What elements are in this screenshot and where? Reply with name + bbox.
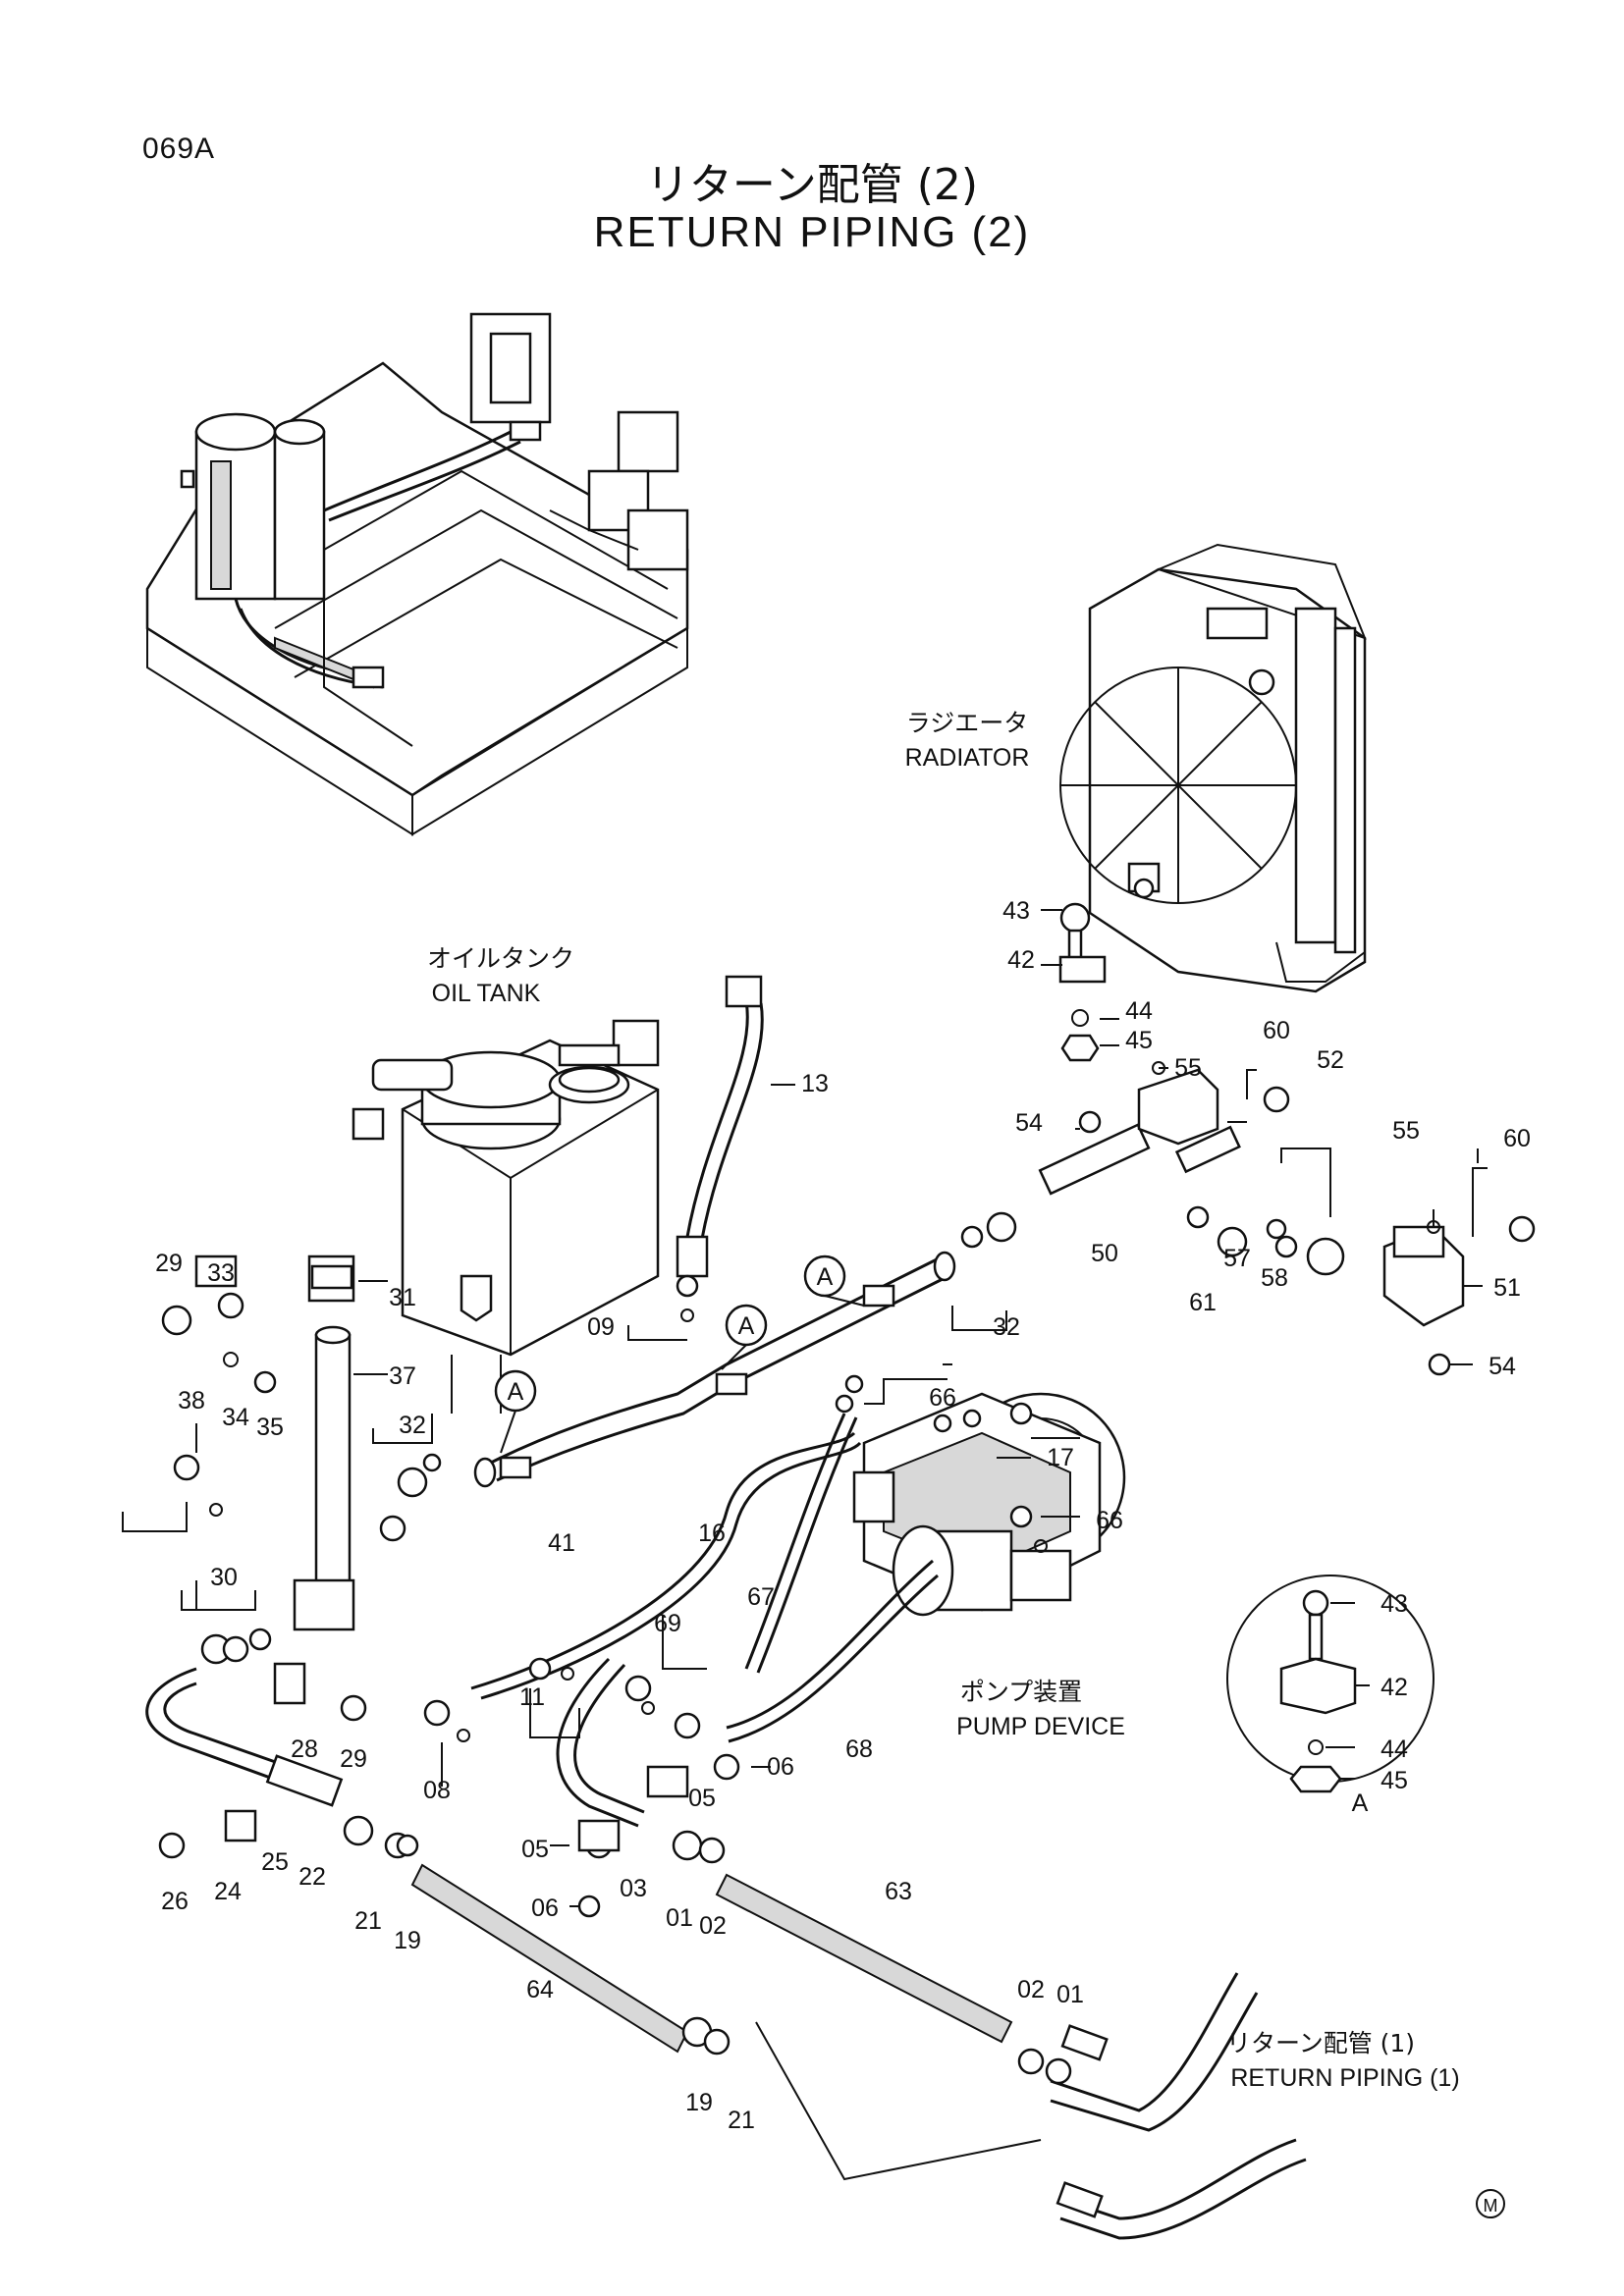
part-number-p66a: 66 xyxy=(929,1384,956,1412)
pump-device-drawing xyxy=(852,1392,1126,1617)
part-number-p57: 57 xyxy=(1223,1245,1251,1272)
part-number-p54b: 54 xyxy=(1489,1353,1516,1380)
marker-a-2: A xyxy=(738,1312,755,1340)
title-japanese: リターン配管 (2) xyxy=(645,160,979,210)
part-number-p38: 38 xyxy=(178,1387,205,1415)
part-number-p06b: 06 xyxy=(531,1895,559,1922)
radiator-label-en: RADIATOR xyxy=(905,744,1030,772)
part-number-d42: 42 xyxy=(1380,1674,1408,1701)
part-number-p25: 25 xyxy=(261,1848,289,1876)
part-number-p30: 30 xyxy=(210,1564,238,1591)
part-number-p45: 45 xyxy=(1125,1027,1153,1054)
pump-label-jp: ポンプ装置 xyxy=(960,1678,1082,1706)
part-number-p01a: 01 xyxy=(666,1904,693,1932)
radiator-label-jp: ラジエータ xyxy=(906,709,1029,737)
radiator-drawing xyxy=(1059,543,1367,993)
part-number-p52: 52 xyxy=(1317,1046,1344,1074)
oil-tank-label-en: OIL TANK xyxy=(432,980,541,1007)
part-number-d43: 43 xyxy=(1380,1590,1408,1618)
corner-mark: M xyxy=(1484,2196,1498,2216)
part-number-p55b: 55 xyxy=(1392,1117,1420,1145)
part-number-p26: 26 xyxy=(161,1888,189,1915)
part-number-p02b: 02 xyxy=(1017,1976,1045,2003)
part-number-p02a: 02 xyxy=(699,1912,727,1940)
part-number-p21a: 21 xyxy=(354,1907,382,1935)
part-number-p22: 22 xyxy=(298,1863,326,1891)
hose-assembly xyxy=(145,975,1465,2240)
part-number-p28: 28 xyxy=(291,1735,318,1763)
title-english: RETURN PIPING (2) xyxy=(593,208,1031,256)
part-number-p19b: 19 xyxy=(685,2089,713,2116)
part-number-p21b: 21 xyxy=(728,2107,755,2134)
part-number-p42: 42 xyxy=(1007,946,1035,974)
marker-a-1: A xyxy=(817,1263,834,1291)
component-names: ラジエータ RADIATOR オイルタンク OIL TANK ポンプ装置 PUM… xyxy=(427,709,1505,2218)
part-number-p60a: 60 xyxy=(1263,1017,1290,1044)
part-number-p69: 69 xyxy=(654,1610,681,1637)
part-number-p67: 67 xyxy=(747,1583,775,1611)
part-number-p32a: 32 xyxy=(993,1313,1020,1341)
part-number-p37: 37 xyxy=(389,1362,416,1390)
part-number-p44: 44 xyxy=(1125,997,1153,1025)
fittings xyxy=(158,902,1536,2085)
part-number-p11: 11 xyxy=(519,1683,545,1711)
machine-overview-drawing xyxy=(145,312,689,836)
detail-a-view: A xyxy=(1226,1575,1435,1817)
leader-lines xyxy=(122,909,1488,1907)
return1-label-en: RETURN PIPING (1) xyxy=(1230,2064,1459,2092)
part-number-p05a: 05 xyxy=(688,1785,716,1812)
part-number-p29a: 29 xyxy=(155,1250,183,1277)
part-number-p51: 51 xyxy=(1493,1274,1521,1302)
part-number-p50: 50 xyxy=(1091,1240,1118,1267)
part-number-p24: 24 xyxy=(214,1878,242,1905)
part-number-p61: 61 xyxy=(1189,1289,1217,1316)
part-number-p17: 17 xyxy=(1047,1444,1074,1471)
part-number-p06a: 06 xyxy=(767,1753,794,1781)
part-number-p58: 58 xyxy=(1261,1264,1288,1292)
part-number-p29b: 29 xyxy=(340,1745,367,1773)
part-number-p66b: 66 xyxy=(1096,1507,1123,1534)
part-number-p08: 08 xyxy=(423,1777,451,1804)
pump-label-en: PUMP DEVICE xyxy=(956,1713,1125,1740)
part-number-p64: 64 xyxy=(526,1976,554,2003)
part-number-p19a: 19 xyxy=(394,1927,421,1954)
part-number-p68: 68 xyxy=(845,1735,873,1763)
part-number-p09: 09 xyxy=(587,1313,615,1341)
part-number-p13: 13 xyxy=(801,1070,829,1097)
part-number-p01b: 01 xyxy=(1056,1981,1084,2008)
part-number-p32b: 32 xyxy=(399,1412,426,1439)
page-code: 069A xyxy=(142,133,216,165)
marker-a-3: A xyxy=(508,1378,524,1406)
part-number-p54a: 54 xyxy=(1015,1109,1043,1137)
part-number-d45: 45 xyxy=(1380,1767,1408,1794)
oil-tank-label-jp: オイルタンク xyxy=(427,944,574,973)
return1-label-jp: リターン配管 (1) xyxy=(1226,2029,1415,2057)
part-number-p34: 34 xyxy=(222,1404,249,1431)
part-number-p35: 35 xyxy=(256,1414,284,1441)
part-number-p16: 16 xyxy=(698,1520,726,1547)
part-number-p60b: 60 xyxy=(1503,1125,1531,1152)
part-number-p31: 31 xyxy=(389,1284,416,1311)
part-number-p05b: 05 xyxy=(521,1836,549,1863)
detail-a-markers: A A A xyxy=(494,1255,865,1454)
part-number-d44: 44 xyxy=(1380,1735,1408,1763)
part-number-p33: 33 xyxy=(207,1259,235,1287)
part-number-p63: 63 xyxy=(885,1878,912,1905)
detail-a-caption: A xyxy=(1352,1789,1369,1817)
part-number-p41: 41 xyxy=(548,1529,575,1557)
part-number-p55a: 55 xyxy=(1174,1054,1202,1082)
part-number-p03: 03 xyxy=(620,1875,647,1902)
oil-tank-drawing xyxy=(352,1019,660,1414)
part-number-p43: 43 xyxy=(1002,897,1030,925)
